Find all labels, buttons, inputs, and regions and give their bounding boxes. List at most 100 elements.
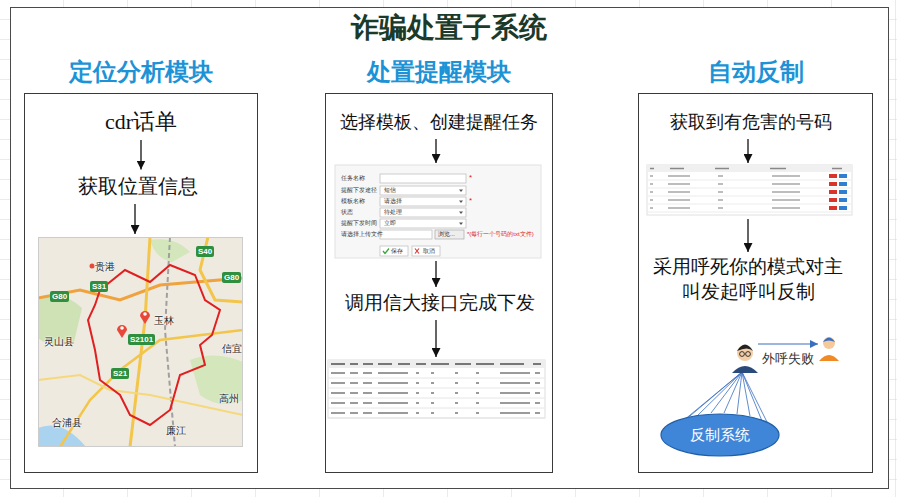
step-text: cdr话单	[101, 105, 181, 139]
road-number: G80	[222, 272, 241, 283]
map-pin	[117, 325, 127, 338]
form-text: 状态	[341, 209, 353, 216]
caller-hair	[737, 345, 753, 352]
form-select	[380, 219, 466, 228]
row-line	[647, 180, 852, 181]
form-ground	[335, 165, 541, 258]
caller-glasses	[746, 352, 751, 357]
module-panel: 定位分析模块cdr话单获取位置信息	[24, 93, 258, 473]
step-text: 选择模板、创建提醒任务	[336, 108, 542, 136]
flow-connector	[140, 140, 141, 170]
form-text: 请选择	[384, 198, 402, 205]
check-icon	[383, 249, 389, 254]
form-input	[380, 174, 466, 183]
callee-hair	[823, 338, 835, 343]
flow-arrow	[435, 261, 436, 287]
header-bars	[331, 363, 541, 365]
caller-body	[732, 366, 758, 373]
module-panel: 处置提醒模块选择模板、创建提醒任务调用信大接口完成下发	[325, 93, 553, 473]
row-line	[328, 378, 545, 379]
road-number: G80	[50, 291, 69, 302]
flow-arrow	[435, 139, 436, 163]
map-green	[150, 239, 190, 262]
delete-button	[829, 174, 837, 178]
table-header	[328, 360, 545, 368]
step-text: 调用信大接口完成下发	[341, 288, 539, 318]
form-text: 提醒下发途径	[341, 187, 377, 194]
form-select	[380, 186, 466, 195]
table-row	[328, 413, 545, 418]
system-ellipse: 反制系统	[660, 413, 780, 457]
map-place: 灵山县	[44, 335, 74, 349]
city-dot	[90, 264, 95, 269]
table-ground	[647, 165, 852, 215]
row-bars	[331, 372, 540, 374]
table-ground	[328, 360, 545, 418]
form-text: 取消	[423, 248, 435, 255]
form-text: 任务名称	[341, 175, 365, 182]
callee-head	[823, 337, 835, 349]
module-heading: 自动反制	[619, 56, 892, 88]
form-text: 浏览...	[438, 231, 455, 238]
table-row	[328, 393, 545, 398]
form-text: 保存	[391, 248, 403, 255]
road-number: S31	[90, 281, 108, 292]
map	[38, 237, 243, 447]
flow-arrow	[747, 139, 748, 163]
map-place: 信宜	[222, 342, 242, 356]
cancel-icon	[415, 249, 419, 254]
module-heading: 定位分析模块	[5, 56, 277, 88]
map-pin	[140, 311, 150, 324]
step-text: 获取到有危害的号码	[666, 108, 836, 136]
map-border	[39, 238, 243, 447]
table-screenshot	[328, 360, 545, 418]
form-text: 请选择上传文件	[341, 231, 383, 238]
region-boundary	[88, 265, 220, 425]
map-pin-dot	[120, 326, 124, 330]
flow-arrow	[747, 219, 748, 252]
panel-ground	[325, 93, 553, 473]
required-mark: *	[469, 197, 472, 205]
map-pin-dot	[143, 312, 147, 316]
table-row	[328, 383, 545, 388]
ellipse-text: 反制系统	[690, 426, 750, 445]
caller-glasses	[740, 352, 745, 357]
module-heading: 处置提醒模块	[306, 56, 572, 88]
table-row	[647, 190, 852, 196]
panel-ground	[24, 93, 258, 473]
form-text: 立即	[384, 220, 396, 227]
map-road	[60, 330, 243, 447]
form-hint: *(每行一个号码的txt文件)	[467, 231, 534, 238]
step-label: 获取到有危害的号码	[670, 112, 832, 132]
table-row	[328, 373, 545, 378]
road-number: S21	[111, 368, 129, 379]
form-select	[380, 208, 466, 217]
table-screenshot	[647, 165, 852, 215]
step-label: 采用呼死你的模式对主叫发起呼叫反制	[653, 256, 843, 302]
flow-arrow	[134, 204, 135, 234]
form-text: 短信	[384, 187, 396, 194]
step-label: cdr话单	[105, 109, 177, 134]
form-select	[380, 197, 466, 206]
map-place: 廉江	[166, 424, 186, 438]
form-text: 提醒下发时间	[341, 220, 377, 227]
panel-ground	[638, 93, 873, 473]
table-row	[647, 174, 852, 180]
caller-head	[737, 345, 753, 361]
form-button	[435, 230, 464, 239]
road-number: S40	[196, 246, 214, 257]
map-road	[38, 375, 243, 415]
form-text: 模板名称	[341, 198, 365, 205]
map-place: 玉林	[154, 314, 174, 328]
ellipse-shape	[661, 414, 779, 456]
form-text: 待处理	[384, 209, 402, 216]
diagram-title: 诈骗处置子系统	[0, 9, 897, 47]
header-bars	[650, 168, 842, 170]
road-number: S2101	[128, 334, 155, 345]
call-arrow	[758, 343, 818, 344]
module-panel: 自动反制获取到有危害的号码采用呼死你的模式对主叫发起呼叫反制反制系统	[638, 93, 873, 473]
table-row	[647, 182, 852, 188]
